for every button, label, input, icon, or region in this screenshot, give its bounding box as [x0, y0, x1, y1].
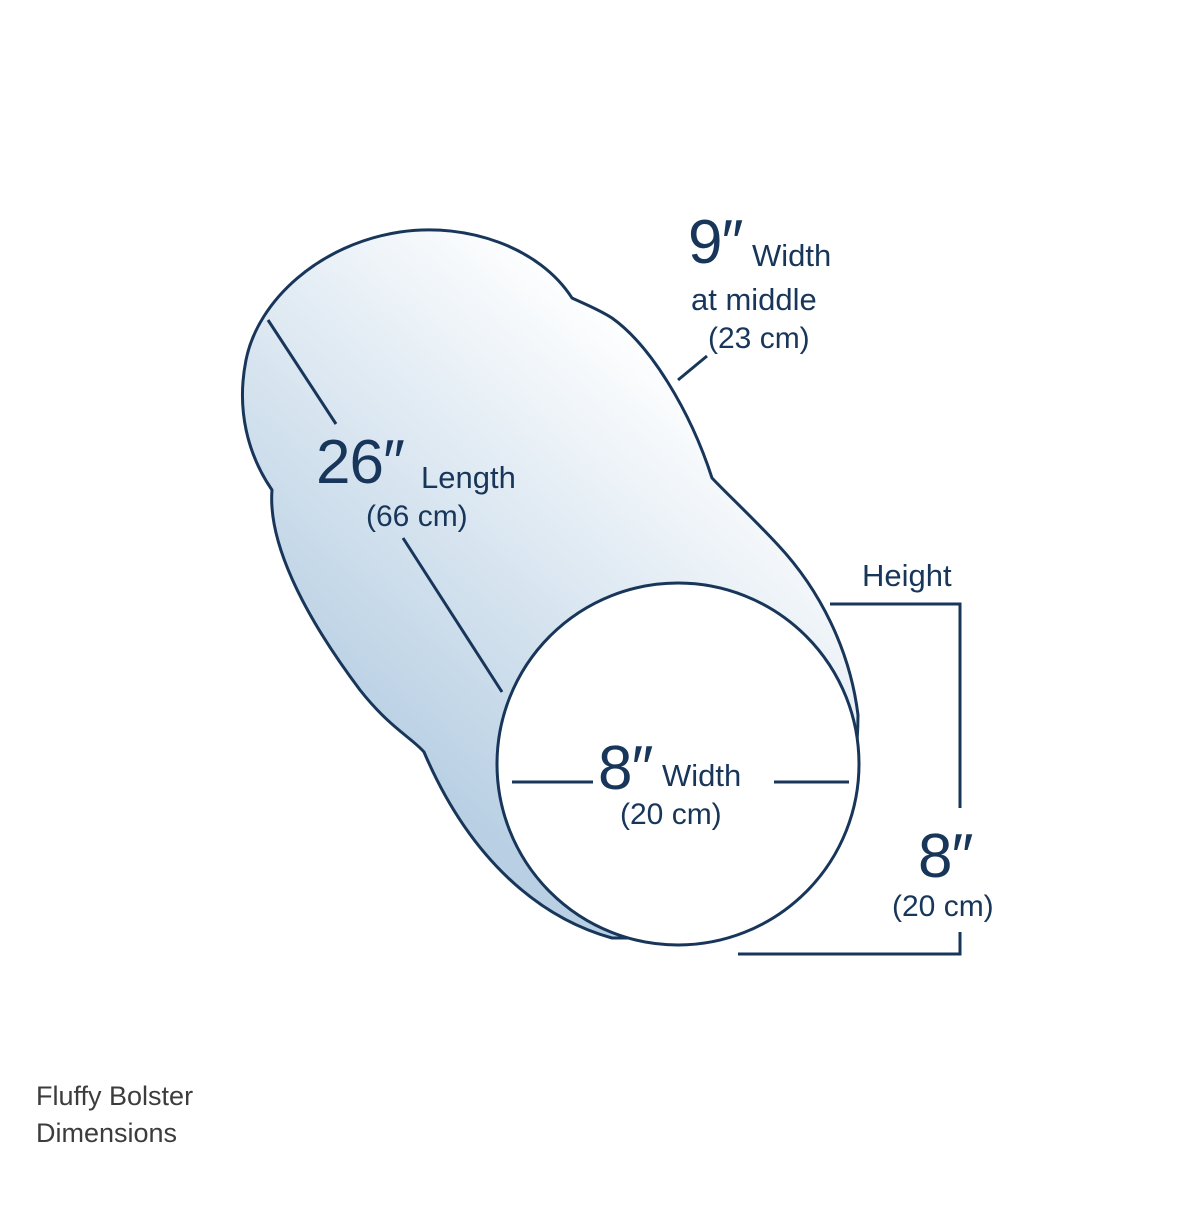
height-metric: (20 cm) [892, 890, 994, 923]
caption-line-2: Dimensions [36, 1118, 178, 1148]
height-bracket-top [830, 602, 962, 808]
caption-line-1: Fluffy Bolster [36, 1081, 194, 1111]
diagram-caption: Fluffy Bolster Dimensions [36, 1078, 193, 1152]
middle-width-leader [677, 354, 708, 382]
middle-width-qualifier: at middle [691, 282, 817, 317]
height-bracket-bottom [738, 932, 962, 956]
middle-width-value: 9″ [688, 208, 743, 277]
bolster-end-circle [495, 581, 861, 947]
length-metric: (66 cm) [366, 500, 468, 533]
length-line-top [266, 319, 338, 425]
length-line-bottom [401, 537, 504, 693]
middle-width-label: Width [752, 238, 832, 273]
height-label: Height [862, 558, 952, 593]
height-value: 8″ [918, 822, 973, 891]
end-width-label: Width [662, 758, 742, 793]
length-label: Length [421, 460, 516, 495]
middle-width-metric: (23 cm) [708, 322, 810, 355]
end-width-metric: (20 cm) [620, 798, 722, 831]
end-width-value: 8″ [598, 734, 653, 803]
length-value: 26″ [316, 428, 405, 497]
